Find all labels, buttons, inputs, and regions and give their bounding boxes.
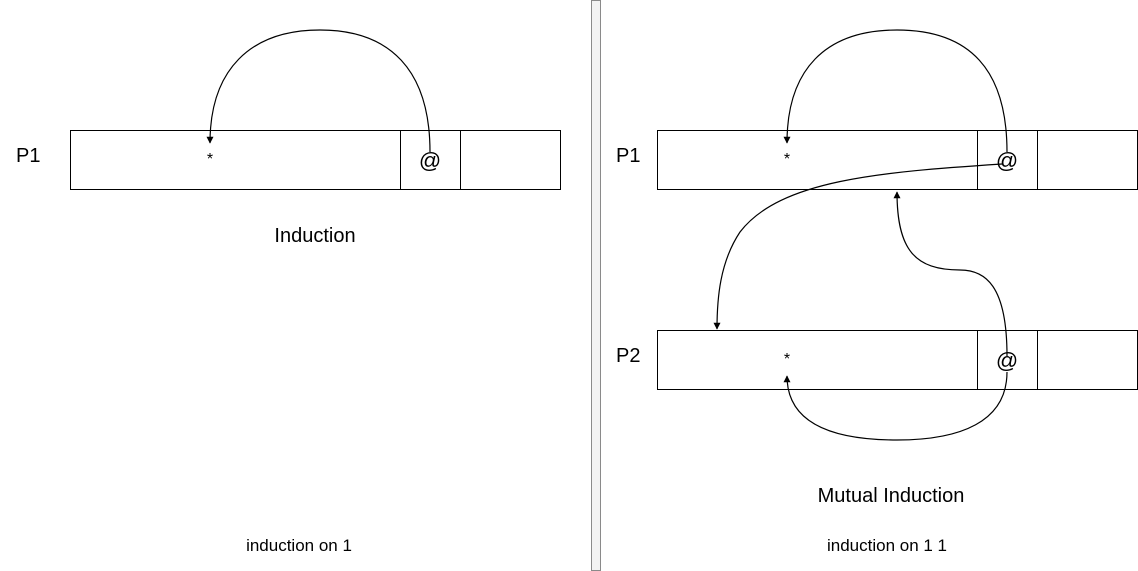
right-panel-caption: induction on 1 1 xyxy=(827,536,947,555)
right-p2-to-p1-arc xyxy=(893,191,1008,357)
right-p1-empty-cell xyxy=(1037,130,1138,190)
left-panel: P1 * @ Induction induction on 1 xyxy=(16,29,561,555)
right-panel: P1 * @ P2 * @ Mutual Induction induction… xyxy=(616,29,1138,555)
right-p1-to-p2-arc xyxy=(713,163,1003,330)
right-p2-bar xyxy=(657,330,1138,390)
right-panel-title: Mutual Induction xyxy=(818,485,965,507)
right-p1-main-cell xyxy=(657,130,978,190)
right-p2-empty-cell xyxy=(1037,330,1138,390)
right-p2-self-reference-arc xyxy=(783,371,1008,441)
left-p1-empty-cell xyxy=(460,130,561,190)
right-p1-self-reference-arc xyxy=(783,29,1008,153)
panel-divider xyxy=(591,0,601,571)
left-p1-star: * xyxy=(207,151,213,168)
left-self-reference-arc xyxy=(206,29,431,153)
right-p2-label: P2 xyxy=(616,345,640,367)
right-p1-bar xyxy=(657,130,1138,190)
right-p2-at: @ xyxy=(996,348,1018,373)
left-panel-title: Induction xyxy=(274,225,355,247)
right-p1-label: P1 xyxy=(616,145,640,167)
left-p1-label: P1 xyxy=(16,145,40,167)
left-p1-main-cell xyxy=(70,130,401,190)
left-p1-bar xyxy=(70,130,561,190)
right-p1-at: @ xyxy=(996,148,1018,173)
right-p2-star: * xyxy=(784,351,790,368)
left-p1-at-cell xyxy=(400,130,461,190)
left-panel-caption: induction on 1 xyxy=(246,536,352,555)
right-p2-main-cell xyxy=(657,330,978,390)
right-p1-star: * xyxy=(784,151,790,168)
left-p1-at: @ xyxy=(419,148,441,173)
right-p1-at-cell xyxy=(977,130,1038,190)
